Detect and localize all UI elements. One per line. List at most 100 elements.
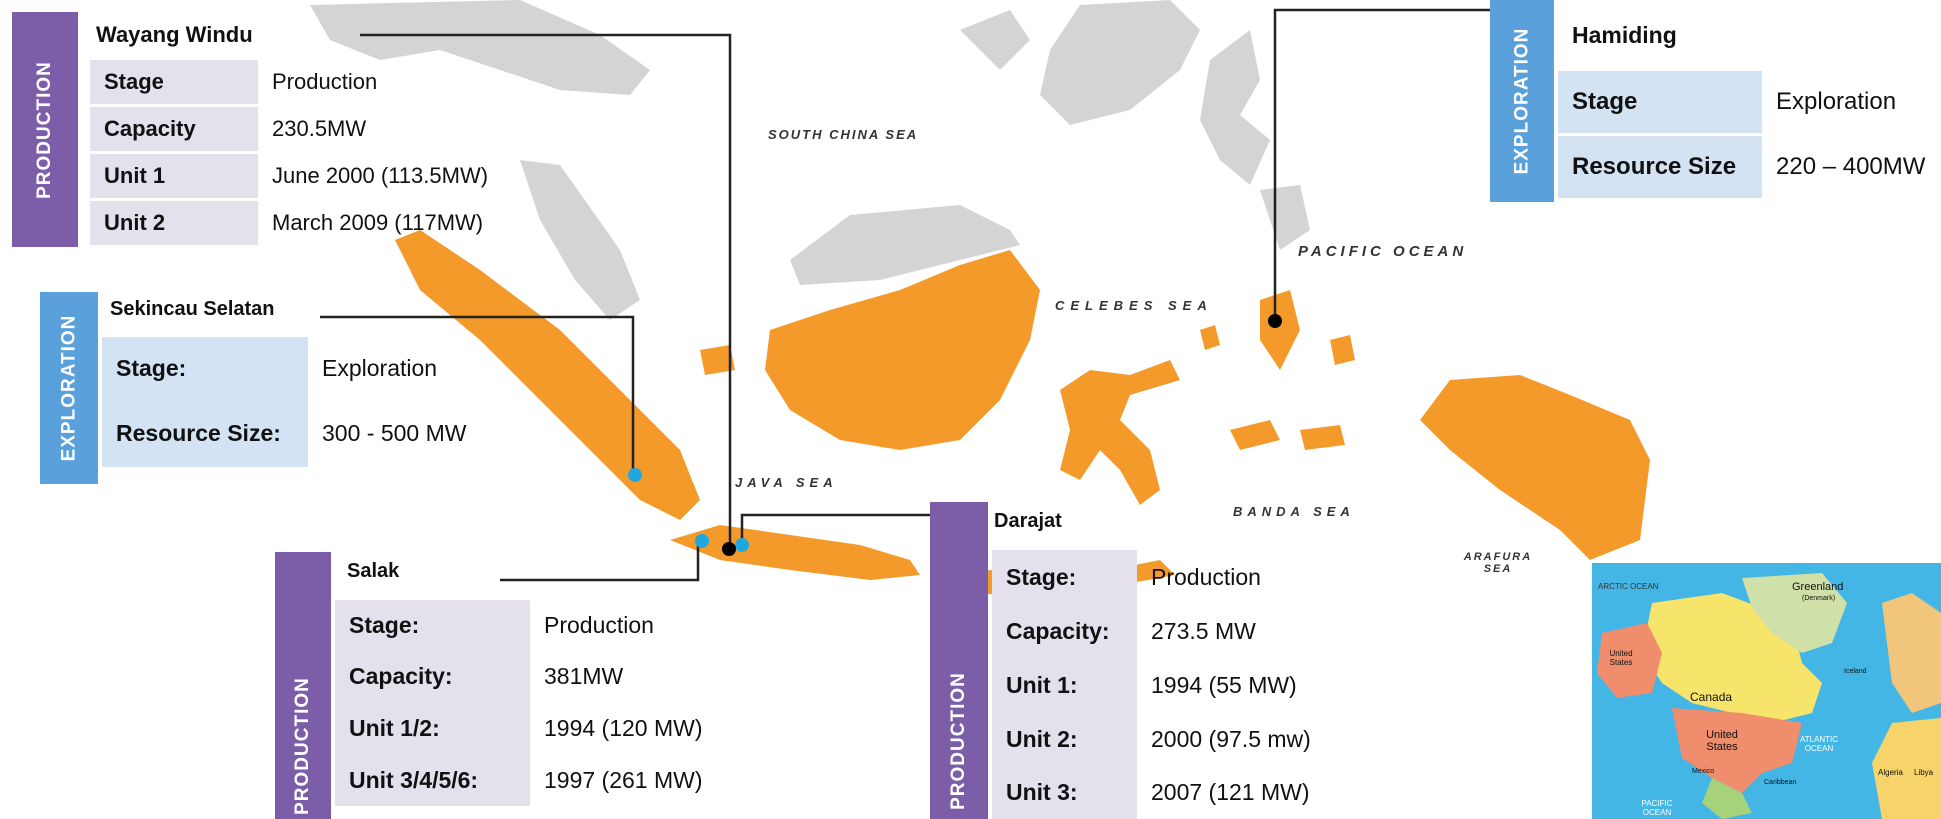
label-pacific-ocean: PACIFIC OCEAN (1298, 243, 1468, 260)
inset-label-libya: Libya (1914, 768, 1934, 777)
marker-sekincau (628, 468, 642, 482)
land-sumatra (395, 230, 700, 520)
row-label: Unit 2 (90, 201, 258, 245)
land-grey-philippines (1200, 30, 1270, 185)
inset-label-canada: Canada (1690, 690, 1733, 704)
panel-wayang-windu: PRODUCTION Wayang Windu Stage Production… (12, 12, 532, 247)
row-value: Production (272, 69, 378, 94)
inset-label-greenland-sub: (Denmark) (1802, 595, 1836, 602)
panel-sekincau-selatan: EXPLORATION Sekincau Selatan Stage: Expl… (40, 292, 500, 484)
row-label: Resource Size: (102, 399, 308, 467)
land-kalimantan (765, 250, 1040, 450)
callout-line-sekincau (320, 315, 635, 475)
info-row: Capacity: 273.5 MW (992, 604, 1256, 658)
row-value: 1994 (120 MW) (544, 714, 703, 741)
panel-darajat: PRODUCTION Darajat Stage: Production Cap… (930, 502, 1350, 819)
land-sulawesi (1060, 360, 1180, 505)
info-row: Unit 2 March 2009 (117MW) (90, 201, 483, 245)
info-row: Stage Exploration (1558, 71, 1896, 133)
inset-label-greenland: Greenland (1792, 581, 1844, 593)
land-grey-mindanao (1260, 185, 1310, 250)
land-seram (1230, 420, 1280, 450)
inset-label-united-states: United States (1706, 729, 1738, 753)
info-row: Unit 1 June 2000 (113.5MW) (90, 154, 488, 198)
row-label: Stage (1558, 71, 1762, 133)
label-south-china-sea: SOUTH CHINA SEA (768, 127, 919, 142)
row-value: Exploration (1776, 88, 1897, 115)
land-halmahera (1260, 290, 1300, 370)
row-value: June 2000 (113.5MW) (272, 163, 489, 188)
row-label: Unit 1: (992, 658, 1137, 712)
inset-label-pacific: PACIFIC OCEAN (1641, 799, 1673, 817)
row-value: 381MW (544, 662, 624, 689)
label-arafura-sea: ARAFURA SEA (1463, 551, 1533, 575)
exploration-side-label: EXPLORATION (1490, 0, 1554, 202)
exploration-side-label: EXPLORATION (40, 292, 98, 484)
production-side-label: PRODUCTION (12, 12, 78, 247)
row-label: Stage: (335, 600, 530, 650)
inset-label-arctic: ARCTIC OCEAN (1598, 582, 1659, 591)
row-label: Capacity: (992, 604, 1137, 658)
land-grey-malaysia (520, 160, 640, 320)
land-java (670, 525, 920, 580)
label-java-sea: JAVA SEA (735, 475, 838, 490)
land-grey-north (1040, 0, 1200, 125)
info-row: Unit 1/2: 1994 (120 MW) (335, 702, 703, 754)
info-row: Unit 3: 2007 (121 MW) (992, 766, 1310, 819)
land-bangka (700, 345, 735, 375)
info-row: Unit 2: 2000 (97.5 mw) (992, 712, 1311, 766)
info-row: Resource Size 220 – 400MW (1558, 136, 1925, 198)
callout-line-salak (500, 540, 700, 582)
row-value: Production (544, 611, 654, 638)
row-value: 1994 (55 MW) (1151, 671, 1297, 698)
label-celebes-sea: CELEBES SEA (1055, 298, 1213, 313)
row-label: Unit 3: (992, 766, 1137, 819)
inset-label-caribbean: Caribbean (1764, 779, 1797, 786)
info-row: Capacity 230.5MW (90, 107, 366, 151)
land-grey-borneo-north (790, 205, 1020, 285)
panel-title: Sekincau Selatan (110, 298, 275, 320)
world-map-inset: ARCTIC OCEAN Greenland (Denmark) Canada … (1592, 563, 1941, 819)
land-island-small-2 (1330, 335, 1355, 365)
inset-label-atlantic: ATLANTIC OCEAN (1799, 735, 1839, 753)
panel-title: Darajat (994, 510, 1062, 532)
info-row: Unit 3/4/5/6: 1997 (261 MW) (335, 754, 703, 806)
row-label: Unit 1/2: (335, 702, 530, 754)
info-row: Stage: Production (992, 550, 1261, 604)
callout-line-hamiding (1273, 8, 1490, 320)
production-side-label: PRODUCTION (930, 502, 988, 819)
inset-label-iceland: Iceland (1844, 668, 1867, 675)
marker-hamiding (1268, 314, 1282, 328)
land-island-small-1 (1200, 325, 1220, 350)
row-label: Capacity (90, 107, 258, 151)
info-row: Stage: Exploration (102, 337, 437, 399)
row-value: March 2009 (117MW) (272, 210, 484, 235)
row-label: Stage: (102, 337, 308, 399)
inset-label-mexico: Mexico (1692, 768, 1715, 775)
callout-line-wayang (360, 33, 732, 548)
row-value: Production (1151, 563, 1261, 590)
row-label: Unit 2: (992, 712, 1137, 766)
production-side-label: PRODUCTION (275, 552, 331, 819)
info-row: Stage Production (90, 60, 377, 104)
panel-salak: PRODUCTION Salak Stage: Production Capac… (275, 552, 735, 819)
row-value: Exploration (322, 354, 438, 381)
marker-darajat (735, 538, 749, 552)
panel-title: Wayang Windu (96, 22, 253, 47)
row-value: 1997 (261 MW) (544, 766, 703, 793)
land-papua (1420, 375, 1650, 560)
row-label: Unit 3/4/5/6: (335, 754, 530, 806)
panel-hamiding: EXPLORATION Hamiding Stage Exploration R… (1490, 0, 1941, 202)
row-value: 220 – 400MW (1776, 153, 1926, 180)
row-label: Stage (90, 60, 258, 104)
inset-label-algeria: Algeria (1878, 768, 1903, 777)
inset-map-graphic (1592, 563, 1941, 819)
row-label: Unit 1 (90, 154, 258, 198)
info-row: Stage: Production (335, 600, 654, 650)
info-row: Resource Size: 300 - 500 MW (102, 399, 466, 467)
info-row: Capacity: 381MW (335, 650, 623, 702)
label-banda-sea: BANDA SEA (1233, 504, 1355, 519)
inset-label-alaska-us: United States (1609, 649, 1633, 667)
row-value: 300 - 500 MW (322, 419, 467, 446)
